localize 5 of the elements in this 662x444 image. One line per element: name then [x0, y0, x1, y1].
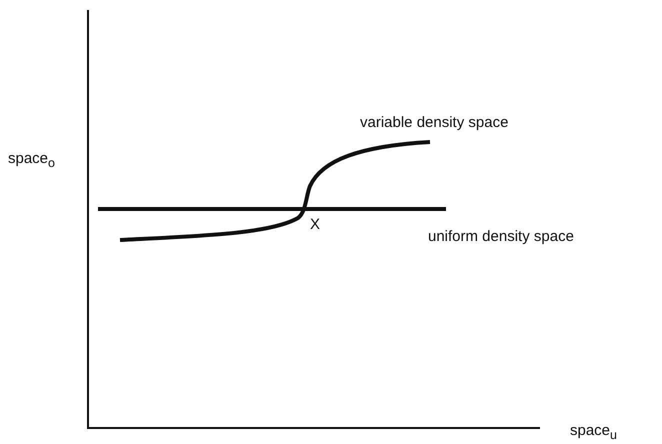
- axis-label: space$_{u}$: [570, 422, 617, 444]
- point-label: X: [310, 216, 320, 234]
- curve-label: uniform density space: [428, 228, 574, 246]
- axis-label: space$_{o}$: [8, 150, 55, 172]
- curve-label: variable density space: [360, 114, 508, 132]
